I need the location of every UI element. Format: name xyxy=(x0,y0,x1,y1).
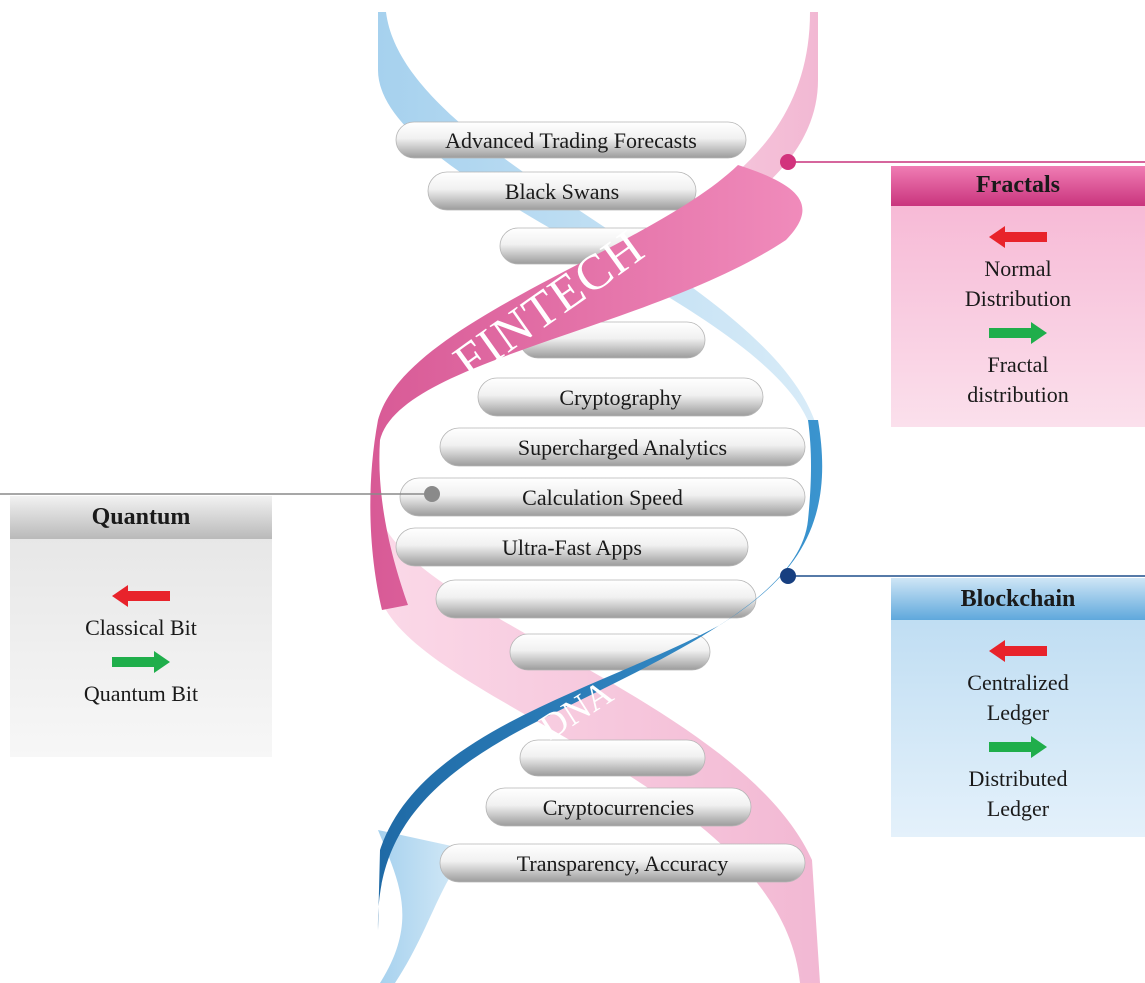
blockchain-panel-body xyxy=(891,578,1145,837)
quantum-left-item: Classical Bit xyxy=(85,615,197,640)
blockchain-right-item: Distributed Ledger xyxy=(968,766,1068,821)
fractals-panel-header xyxy=(891,166,1145,206)
rod-label: Cryptography xyxy=(559,385,681,410)
connectors xyxy=(0,154,1145,584)
rod xyxy=(519,739,706,777)
quantum-panel: Quantum Classical Bit Quantum Bit xyxy=(10,496,272,715)
quantum-panel-title: Quantum xyxy=(91,504,191,530)
fractals-panel-body xyxy=(891,166,1145,427)
panel-backgrounds xyxy=(10,166,1145,837)
right-arrow-icon xyxy=(989,736,1047,758)
fractals-right-item: Fractal distribution xyxy=(967,352,1069,407)
quantum-connector-dot xyxy=(424,486,440,502)
blue-strand-back xyxy=(378,12,820,440)
blockchain-panel: Blockchain Centralized Ledger Distribute… xyxy=(891,578,1145,830)
left-arrow-icon xyxy=(989,640,1047,662)
fractals-panel-title: Fractals xyxy=(976,172,1060,198)
rod xyxy=(435,579,757,619)
rod-label: Transparency, Accuracy xyxy=(517,851,729,876)
rod-label: Supercharged Analytics xyxy=(518,435,727,460)
rod: Calculation Speed xyxy=(399,477,806,517)
rod-label: Cryptocurrencies xyxy=(543,795,695,820)
rod-label: Advanced Trading Forecasts xyxy=(445,128,697,153)
rod: Advanced Trading Forecasts xyxy=(395,121,747,159)
fractals-left-item: Normal Distribution xyxy=(964,256,1072,311)
quantum-right-item: Quantum Bit xyxy=(83,681,199,706)
blockchain-left-item: Centralized Ledger xyxy=(967,670,1069,725)
rod: Cryptocurrencies xyxy=(485,787,752,827)
right-arrow-icon xyxy=(112,651,170,673)
rod-label: Ultra-Fast Apps xyxy=(502,535,642,560)
rod xyxy=(509,633,711,671)
quantum-panel-header xyxy=(10,496,272,539)
rod: Cryptography xyxy=(477,377,764,417)
rod: Supercharged Analytics xyxy=(439,427,806,467)
blockchain-panel-header xyxy=(891,578,1145,620)
blockchain-connector-dot xyxy=(780,568,796,584)
rod: Ultra-Fast Apps xyxy=(395,527,749,567)
rod: Transparency, Accuracy xyxy=(439,843,806,883)
right-arrow-icon xyxy=(989,322,1047,344)
quantum-panel-body xyxy=(10,496,272,757)
fractals-panel: Fractals Normal Distribution Fractal dis… xyxy=(891,166,1145,416)
rod-label: Black Swans xyxy=(505,179,619,204)
left-arrow-icon xyxy=(112,585,170,607)
fractals-connector-dot xyxy=(780,154,796,170)
pink-strand-front xyxy=(370,165,803,610)
left-arrow-icon xyxy=(989,226,1047,248)
blockchain-panel-title: Blockchain xyxy=(960,586,1076,612)
rod-label: Calculation Speed xyxy=(522,485,683,510)
rod: Black Swans xyxy=(427,171,697,211)
